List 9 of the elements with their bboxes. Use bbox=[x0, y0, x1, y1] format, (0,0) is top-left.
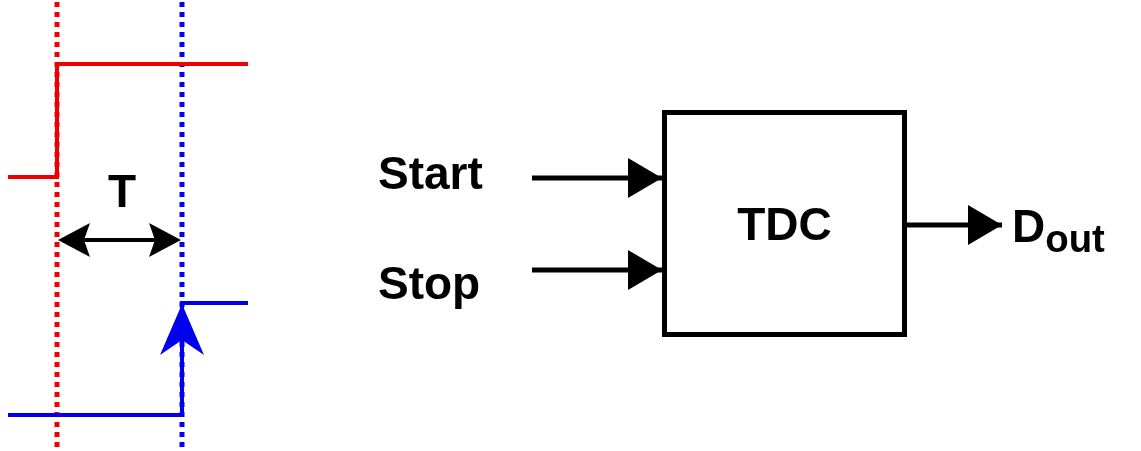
arrow bbox=[532, 161, 662, 195]
dimension-label: T bbox=[108, 168, 137, 214]
arrow bbox=[907, 208, 1002, 242]
block-label: TDC bbox=[737, 196, 832, 251]
signal-name: D$_{out}$ bbox=[1012, 198, 1105, 262]
process-box bbox=[662, 110, 907, 337]
arrow bbox=[532, 253, 662, 287]
signal-name: Start bbox=[378, 146, 483, 200]
signal-name: Stop bbox=[378, 256, 481, 310]
